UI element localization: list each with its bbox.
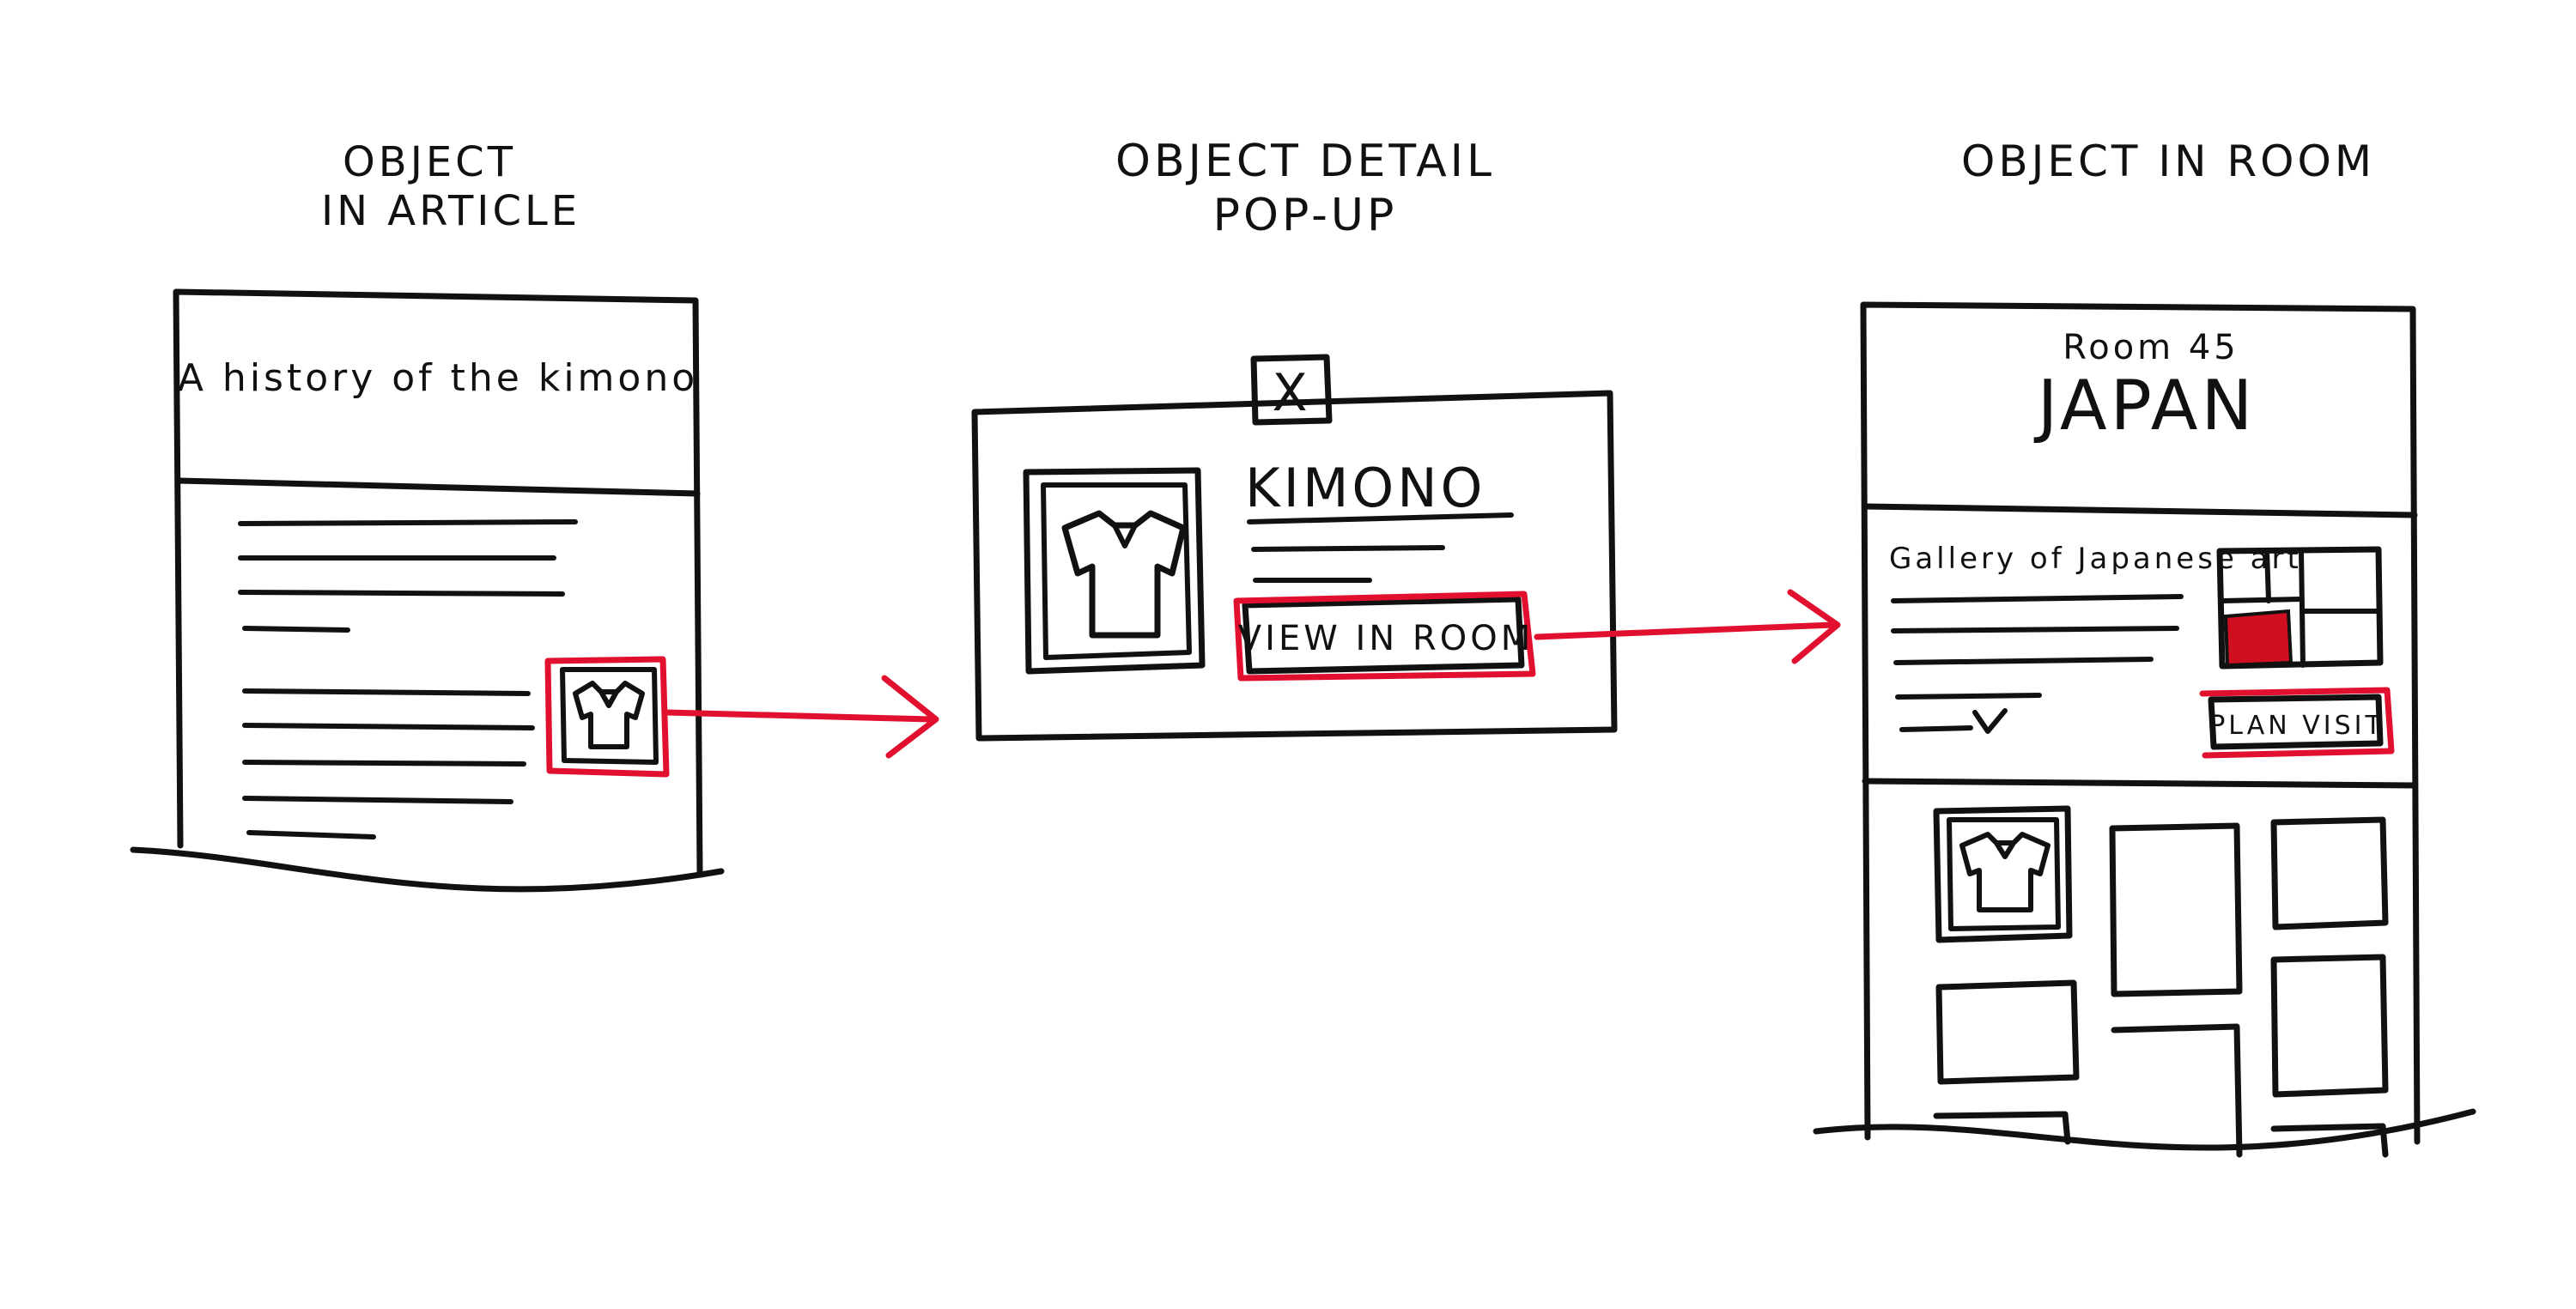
- popup-heading-line2: POP-UP: [1213, 190, 1398, 241]
- floor-plan-icon[interactable]: [2216, 546, 2384, 670]
- plan-visit-button[interactable]: PLAN VISIT: [2199, 687, 2395, 759]
- article-panel: OBJECT IN ARTICLE A history of the kimon…: [130, 138, 939, 893]
- article-page-frame: [173, 288, 703, 875]
- popup-close-button[interactable]: X: [1250, 354, 1333, 426]
- popup-description-lines: [1247, 512, 1514, 583]
- kimono-icon: [1061, 510, 1187, 639]
- room-page-frame: [1860, 301, 2421, 1145]
- room-object-tile[interactable]: [2111, 1023, 2243, 1158]
- gallery-label: Gallery of Japanese art: [1889, 542, 2302, 576]
- highlighted-room-marker: [2223, 609, 2293, 668]
- room-section-divider: [1862, 778, 2418, 789]
- room-object-grid: [1933, 805, 2389, 1158]
- arrow-right-icon: [663, 675, 939, 759]
- room-object-tile[interactable]: [1935, 979, 2080, 1085]
- room-number: Room 45: [2063, 328, 2239, 367]
- room-object-tile[interactable]: [2270, 1123, 2389, 1158]
- close-icon: X: [1272, 363, 1310, 423]
- article-kimono-thumbnail[interactable]: [544, 656, 670, 778]
- popup-heading-line1: OBJECT DETAIL: [1115, 136, 1495, 187]
- article-title: A history of the kimono: [178, 356, 698, 400]
- room-heading: OBJECT IN ROOM: [1961, 136, 2375, 186]
- room-object-tile[interactable]: [2270, 954, 2389, 1098]
- room-name: JAPAN: [2033, 366, 2257, 445]
- article-heading-line2: IN ARTICLE: [321, 187, 580, 235]
- room-panel: OBJECT IN ROOM Room 45 JAPAN Gallery of …: [1813, 136, 2476, 1158]
- view-in-room-button[interactable]: VIEW IN ROOM: [1233, 591, 1536, 682]
- room-header-divider: [1862, 503, 2418, 518]
- article-page-torn-edge: [130, 846, 725, 893]
- popup-frame: [971, 390, 1618, 742]
- room-page-torn-edge: [1813, 1108, 2476, 1151]
- room-object-tile[interactable]: [1933, 1111, 2071, 1145]
- view-in-room-label: VIEW IN ROOM: [1238, 619, 1534, 658]
- popup-object-name: KIMONO: [1245, 457, 1485, 519]
- kimono-icon: [573, 681, 645, 749]
- gallery-text-lines: [1891, 594, 2184, 700]
- room-object-tile[interactable]: [2270, 816, 2389, 930]
- popup-object-image: [1023, 467, 1206, 675]
- kimono-icon: [1959, 832, 2050, 912]
- article-body-text: [238, 519, 578, 839]
- plan-visit-label: PLAN VISIT: [2209, 711, 2385, 741]
- room-object-kimono-tile[interactable]: [1933, 805, 2073, 943]
- chevron-down-icon[interactable]: [1899, 708, 2008, 734]
- article-header-divider: [175, 477, 701, 497]
- room-object-tile[interactable]: [2109, 822, 2243, 997]
- arrow-right-icon: [1534, 589, 1841, 664]
- popup-panel: OBJECT DETAIL POP-UP X KIMONO: [971, 136, 1841, 742]
- article-heading-line1: OBJECT: [343, 138, 516, 186]
